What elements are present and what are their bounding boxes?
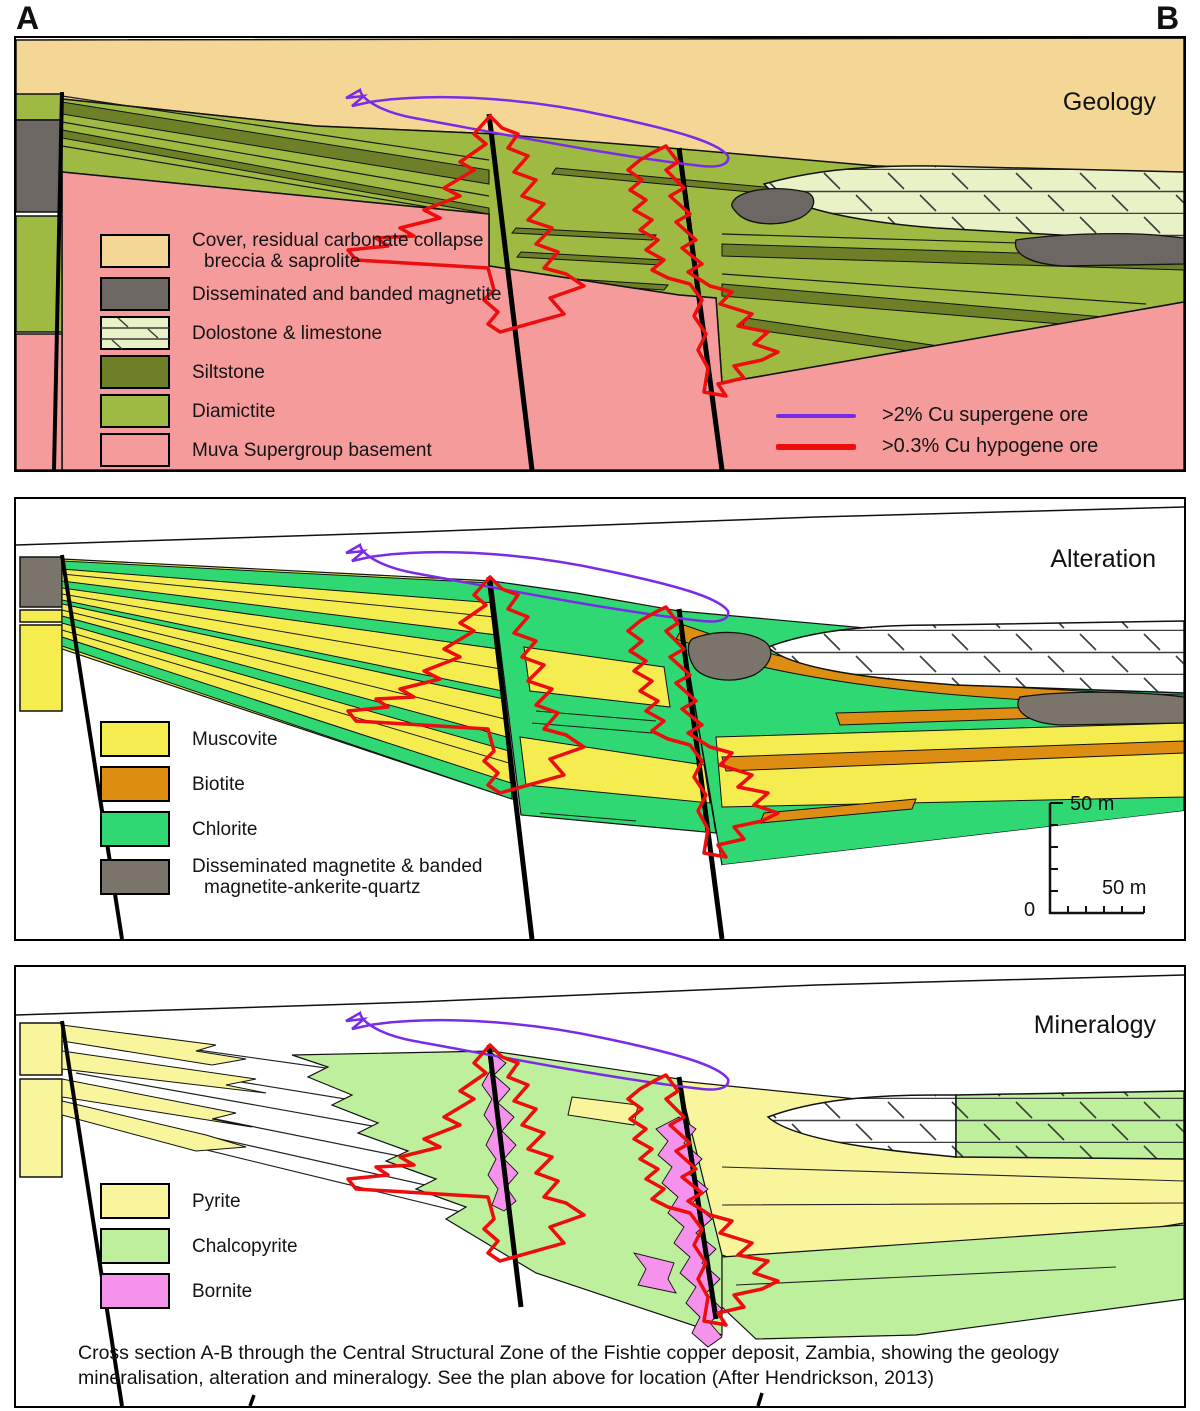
diamictite-swatch [100, 394, 170, 428]
chalcopyrite-swatch [100, 1228, 170, 1264]
fault-line-central-a [486, 576, 535, 939]
alteration-cross-section [16, 499, 1184, 939]
legend-label: Chalcopyrite [192, 1235, 298, 1257]
legend-item-diamictite: Diamictite [100, 394, 534, 428]
section-endpoint-b: B [1156, 0, 1180, 36]
magnetite-swatch [100, 277, 170, 311]
bedding-lines-east [721, 1166, 1184, 1286]
legend-label: Dolostone & limestone [192, 322, 383, 344]
legend-item-bornite: Bornite [100, 1273, 298, 1309]
legend-label: >0.3% Cu hypogene ore [882, 435, 1099, 457]
fault-lines [52, 91, 725, 470]
panel-title-mineralogy: Mineralogy [1033, 1011, 1156, 1039]
scale-origin-label: 0 [1024, 899, 1036, 921]
magnetite-lenses [687, 631, 1184, 726]
scale-horizontal-label: 50 m [1102, 877, 1147, 899]
mineralogy-cross-section [16, 967, 1184, 1406]
bornite-swatch [100, 1273, 170, 1309]
legend-item-chlorite: Chlorite [100, 811, 534, 847]
legend-label: Muscovite [192, 728, 278, 750]
siltstone-beds [61, 95, 1184, 359]
legend-label: Diamictite [192, 400, 276, 422]
geology-cross-section [16, 38, 1184, 470]
section-endpoint-a: A [16, 0, 40, 36]
legend-item-basement: Muva Supergroup basement [100, 433, 534, 467]
legend-label: Cover, residual carbonate collapse brecc… [192, 230, 484, 272]
hypogene-ore-outline [346, 575, 780, 859]
pyrite-swatch [100, 1183, 170, 1219]
hypogene-ore-outline [346, 1043, 780, 1327]
legend-label: Disseminated magnetite & banded magnetit… [192, 856, 483, 898]
legend-item-pyrite: Pyrite [100, 1183, 298, 1219]
legend-label: Siltstone [192, 361, 265, 383]
legend-label: >2% Cu supergene ore [882, 404, 1089, 426]
muscovite-swatch [100, 721, 170, 757]
legend-item-cover: Cover, residual carbonate collapse brecc… [100, 230, 534, 272]
dolostone-unit [766, 620, 1184, 694]
fault-line-west [60, 1020, 124, 1406]
fault-line-central-b [676, 147, 725, 470]
chlorite-swatch [100, 811, 170, 847]
legend-label: Biotite [192, 773, 245, 795]
legend-item-siltstone: Siltstone [100, 355, 534, 389]
alteration-panel: Alteration Muscovite Biotite Chlorite Di… [14, 497, 1186, 941]
left-fault-block [19, 556, 63, 712]
fault-line-west [52, 91, 64, 470]
dolostone-unit-mineralised [955, 1090, 1184, 1160]
legend-item-biotite: Biotite [100, 766, 534, 802]
legend-label: Muva Supergroup basement [192, 439, 432, 461]
siltstone-swatch [100, 355, 170, 389]
left-fault-block [19, 1022, 63, 1178]
legend-item-magnetite: Disseminated and banded magnetite [100, 277, 534, 311]
chalcopyrite-zone-east [721, 1224, 1184, 1340]
figure-caption: Cross section A-B through the Central St… [78, 1342, 1059, 1389]
cover-swatch [100, 234, 170, 268]
basement-swatch [100, 433, 170, 467]
legend-item-dolostone: Dolostone & limestone [100, 316, 534, 350]
legend-item-muscovite: Muscovite [100, 721, 534, 757]
legend-item-hypogene: >0.3% Cu hypogene ore [776, 435, 1098, 458]
legend-label: Disseminated and banded magnetite [192, 283, 502, 305]
basement-unit [61, 171, 1184, 470]
fault-line-central-b [676, 608, 725, 939]
scale-vertical-label: 50 m [1070, 793, 1115, 815]
supergene-ore-outline [345, 88, 730, 168]
supergene-line-swatch [776, 413, 856, 418]
geology-legend: Cover, residual carbonate collapse brecc… [100, 230, 534, 472]
legend-label: Bornite [192, 1280, 253, 1302]
fault-line-central-a [486, 113, 535, 470]
pyrite-lens-central [567, 1096, 639, 1126]
legend-item-magnetite-alt: Disseminated magnetite & banded magnetit… [100, 856, 534, 898]
geology-panel: Geology Cover, residual carbonate collap… [14, 36, 1186, 472]
legend-item-chalcopyrite: Chalcopyrite [100, 1228, 298, 1264]
pyrite-bands-west [61, 1024, 267, 1152]
surface-line [16, 974, 1184, 1016]
supergene-ore-outline [345, 543, 730, 623]
chlorite-bands [61, 560, 513, 800]
hypogene-ore-outline [346, 114, 780, 398]
surface-line [16, 506, 1184, 546]
biotite-swatch [100, 766, 170, 802]
legend-label: Chlorite [192, 818, 258, 840]
dolostone-swatch [100, 316, 170, 350]
mineralogy-panel: Mineralogy Pyrite Chalcopyrite Bornite C… [14, 965, 1186, 1408]
supergene-ore-outline [345, 1011, 730, 1091]
legend-label: Pyrite [192, 1190, 241, 1212]
fault-line-central-a [486, 1044, 524, 1308]
muscovite-zone-east [715, 722, 1184, 808]
hypogene-line-swatch [776, 443, 856, 450]
panel-title-geology: Geology [1062, 88, 1156, 116]
magnetite-alt-swatch [100, 859, 170, 895]
panel-title-alteration: Alteration [1050, 545, 1156, 573]
alteration-legend: Muscovite Biotite Chlorite Disseminated … [100, 721, 534, 907]
magnetite-lenses [731, 188, 1184, 267]
legend-item-supergene: >2% Cu supergene ore [776, 404, 1098, 427]
ore-grade-legend: >2% Cu supergene ore >0.3% Cu hypogene o… [776, 404, 1098, 466]
scale-bar [1048, 802, 1145, 915]
mineralogy-legend: Pyrite Chalcopyrite Bornite [100, 1183, 298, 1318]
fault-tick-stubs [248, 1392, 764, 1406]
